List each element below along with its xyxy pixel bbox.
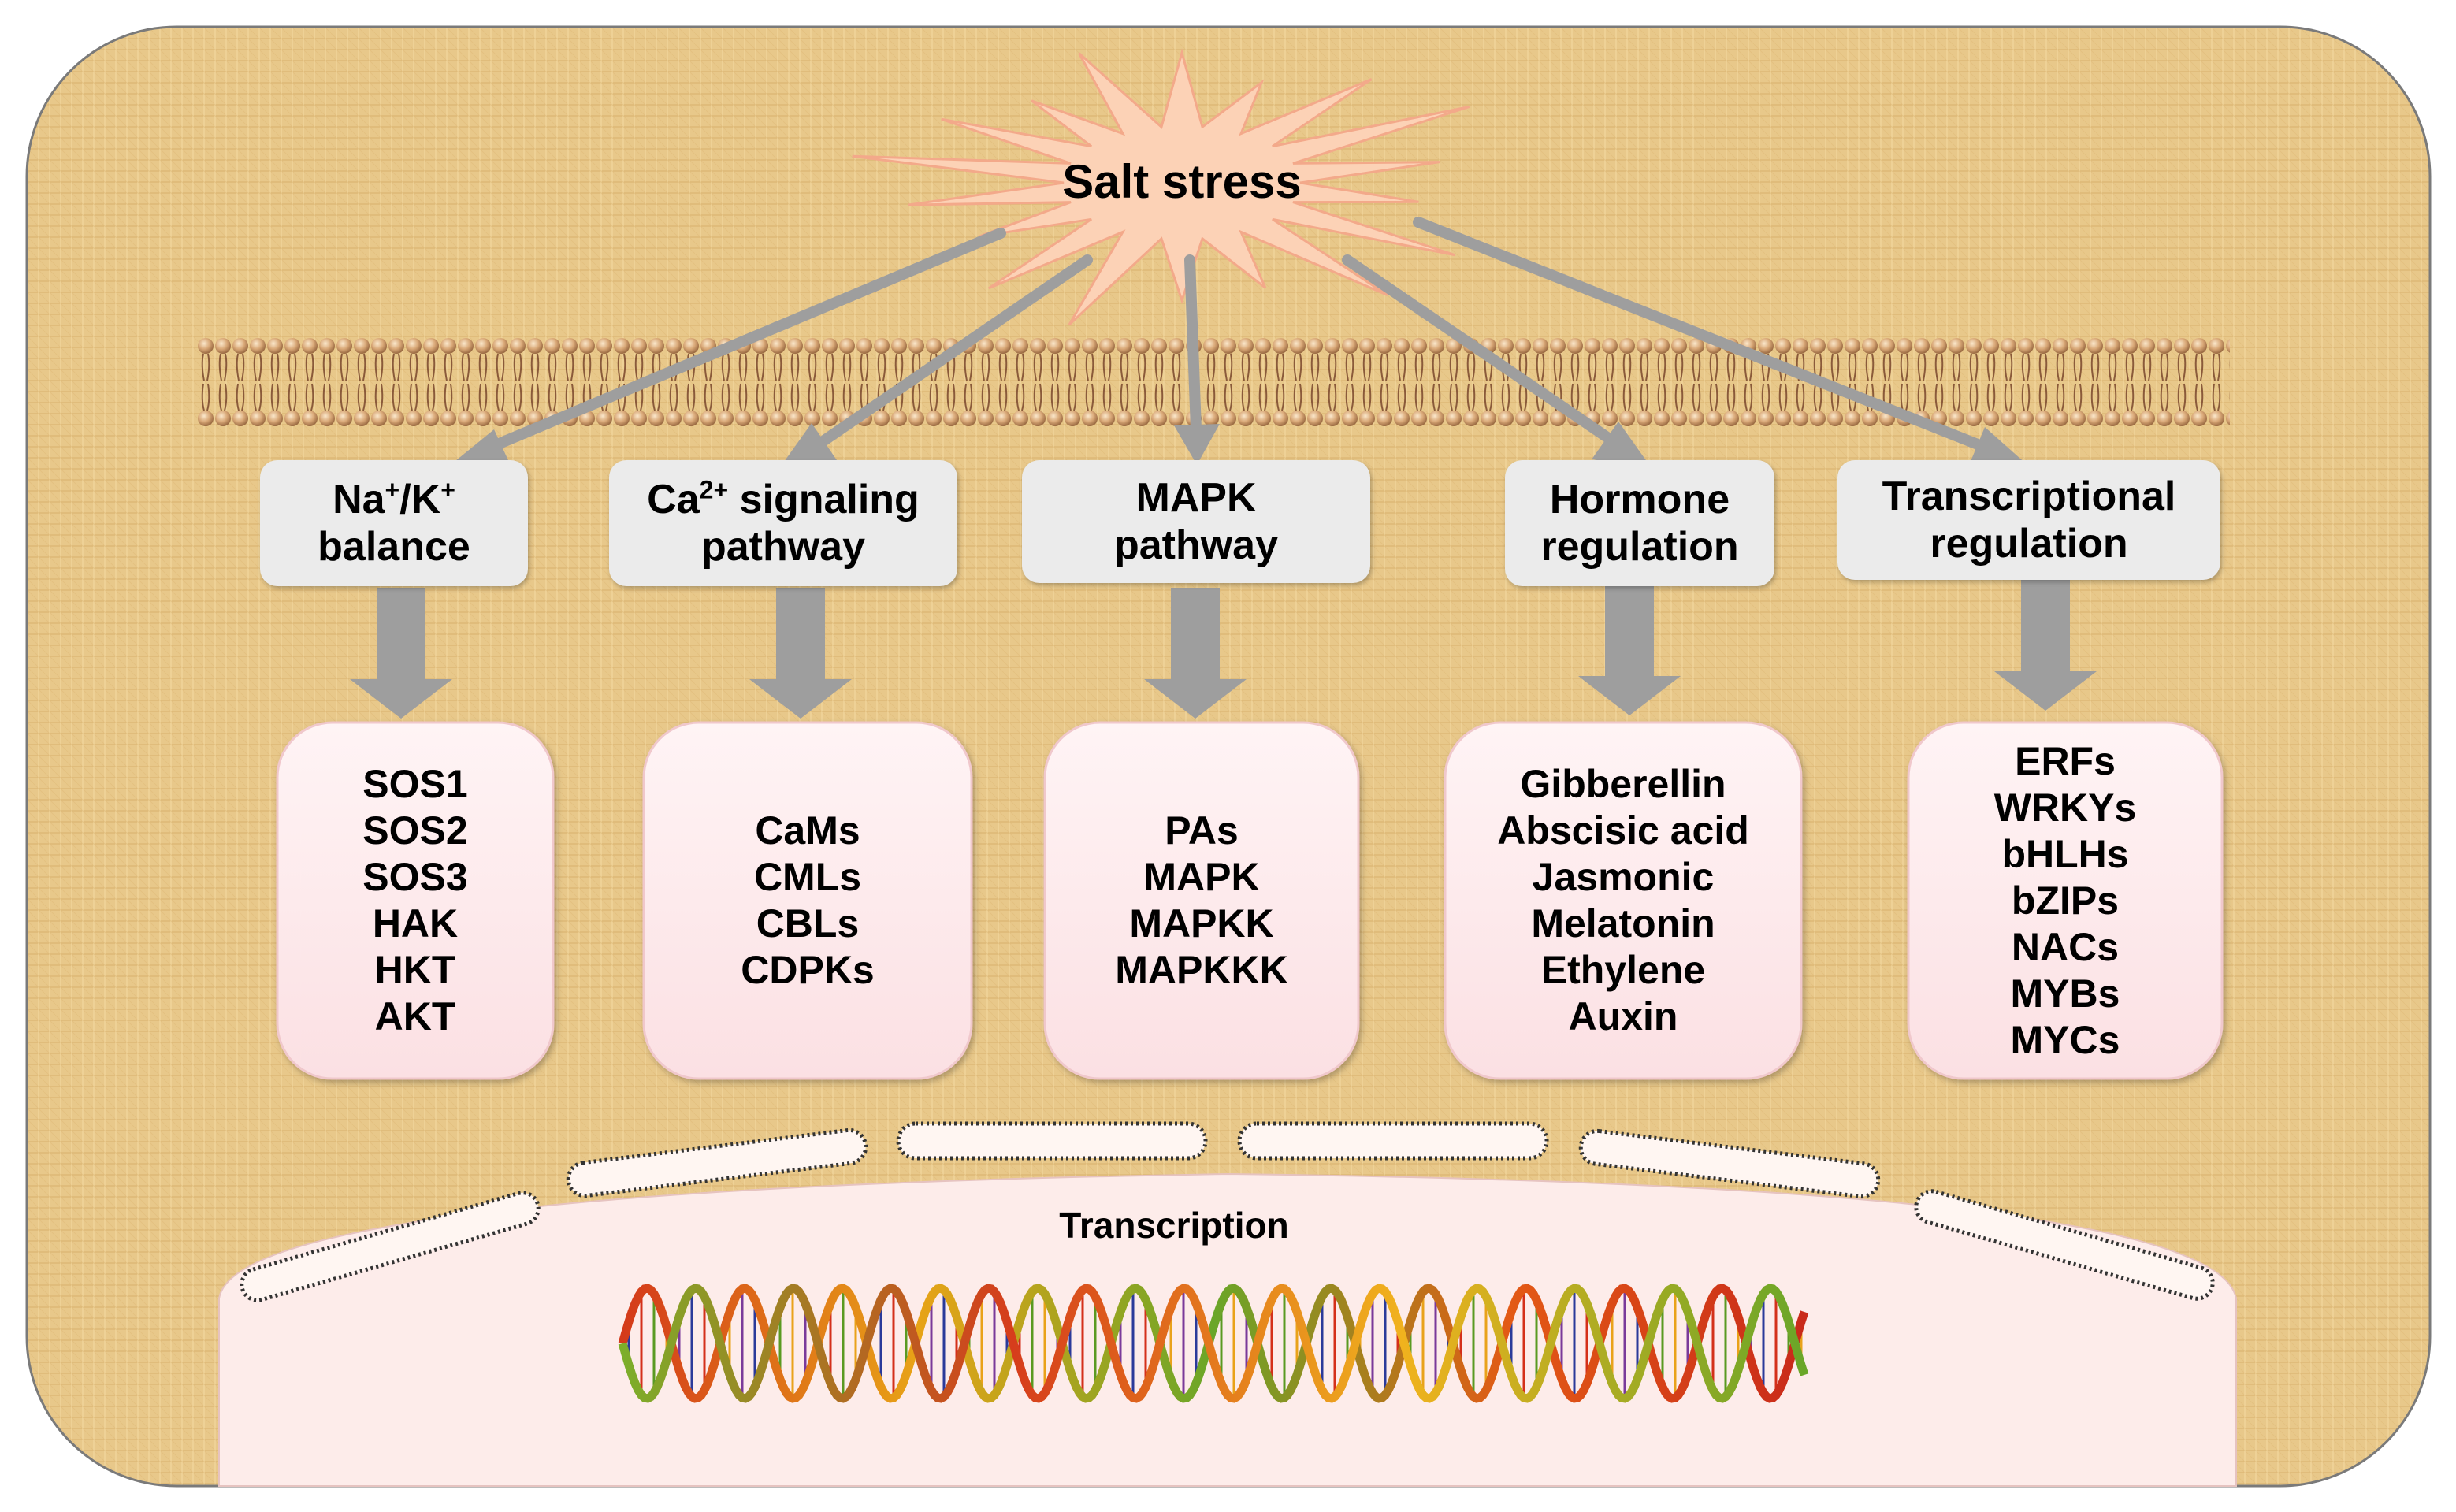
gene-list-na-k: SOS1 SOS2 SOS3 HAK HKT AKT [277, 723, 553, 1079]
gene-list-hormone: Gibberellin Abscisic acid Jasmonic Melat… [1445, 723, 1801, 1079]
list-item: WRKYs [1993, 785, 2137, 830]
pathway-label-ca: Ca2+ signaling pathway [609, 460, 957, 586]
list-item: CDPKs [741, 948, 875, 992]
list-item: PAs [1165, 808, 1239, 853]
gene-list-ca: CaMs CMLs CBLs CDPKs [644, 723, 972, 1079]
dna-icon [618, 1284, 1809, 1403]
pathway-arrows [350, 580, 2097, 719]
signal-arrows [447, 217, 2027, 473]
list-item: Abscisic acid [1497, 808, 1749, 853]
list-item: SOS1 [362, 762, 468, 806]
list-item: MAPKK [1129, 901, 1274, 945]
starburst-icon [852, 48, 1470, 326]
list-item: SOS3 [362, 855, 468, 899]
list-item: SOS2 [362, 808, 468, 853]
list-item: CaMs [755, 808, 860, 853]
list-item: bHLHs [2001, 831, 2129, 876]
nuclear-envelope-icon [240, 1121, 2215, 1302]
pathway-label-mapk: MAPK pathway [1022, 460, 1370, 583]
membrane-icon [197, 337, 2230, 427]
list-item: Auxin [1568, 994, 1678, 1038]
gene-list-transcriptional: ERFs WRKYs bHLHs bZIPs NACs MYBs MYCs [1908, 723, 2222, 1079]
pathway-label-hormone: Hormone regulation [1505, 460, 1774, 586]
list-item: Ethylene [1540, 948, 1706, 992]
list-item: HKT [374, 948, 456, 992]
list-item: Gibberellin [1520, 762, 1726, 806]
list-item: MAPKKK [1115, 948, 1288, 992]
list-item: CMLs [753, 855, 862, 899]
list-item: MYBs [2010, 971, 2120, 1016]
salt-stress-label: Salt stress [1062, 154, 1302, 208]
list-item: AKT [374, 994, 456, 1038]
list-item: ERFs [2015, 738, 2116, 783]
nucleus [218, 1121, 2237, 1487]
list-item: MAPK [1143, 855, 1260, 899]
transcription-label: Transcription [1059, 1205, 1289, 1246]
list-item: CBLs [756, 901, 860, 945]
dna-strand [618, 1284, 1809, 1403]
list-item: Jasmonic [1532, 855, 1715, 899]
gene-list-boxes [276, 721, 2224, 1080]
gene-list-mapk: PAs MAPK MAPKK MAPKKK [1045, 723, 1358, 1079]
list-item: MYCs [2010, 1017, 2120, 1062]
pathway-label-na-k: Na+/K+ balance [260, 460, 528, 586]
pathway-label-transcriptional: Transcriptional regulation [1837, 460, 2220, 580]
list-item: NACs [2011, 924, 2120, 969]
list-item: HAK [372, 901, 459, 945]
list-item: bZIPs [2011, 878, 2120, 923]
list-item: Melatonin [1531, 901, 1715, 945]
